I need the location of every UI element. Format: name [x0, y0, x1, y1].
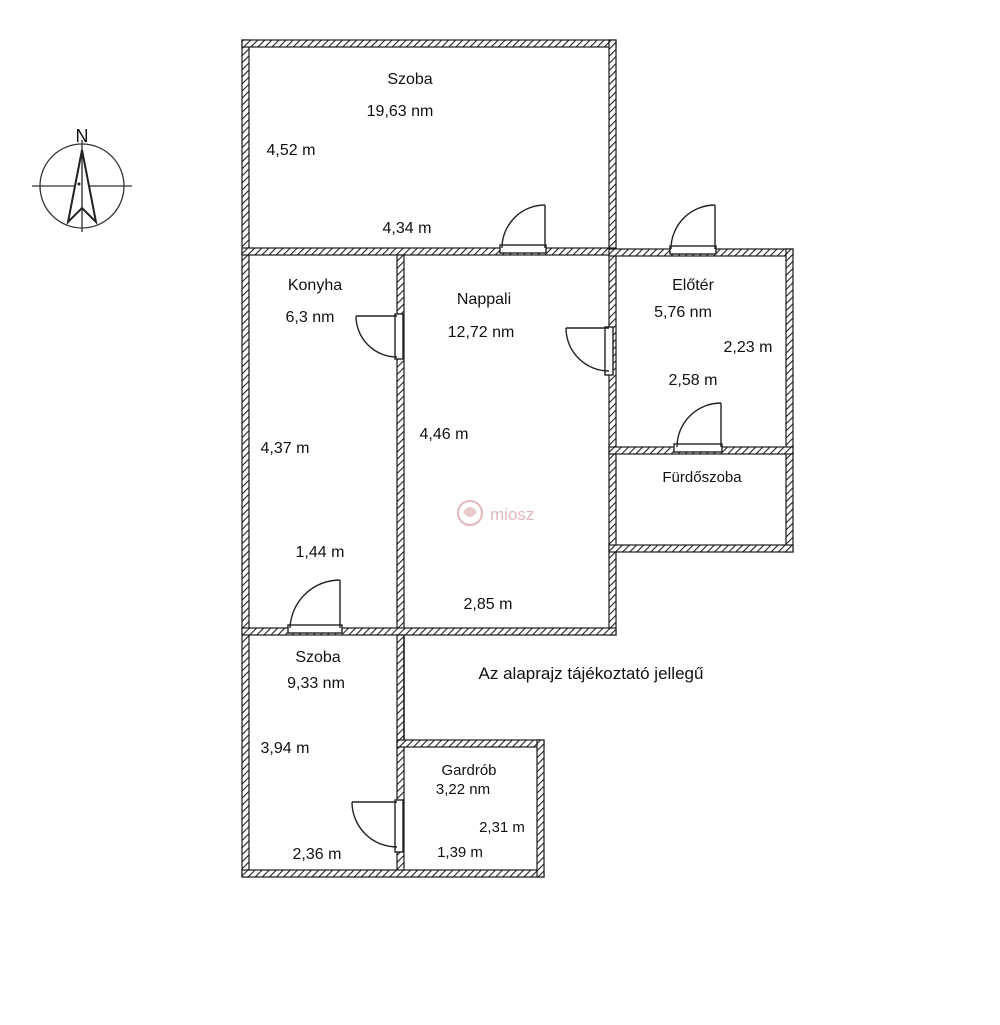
door-szoba-top — [499, 204, 547, 254]
room-dimension: 4,37 m — [261, 440, 310, 457]
room-name: Konyha — [288, 277, 342, 294]
wall-nappali-right — [608, 254, 617, 636]
room-gardrob: Gardrób 3,22 nm 2,31 m 1,39 m — [436, 762, 525, 861]
room-dimension: 2,36 m — [293, 846, 342, 863]
watermark-logo-icon — [457, 500, 483, 526]
doors — [287, 204, 723, 853]
wall-gardrob-right — [536, 739, 545, 878]
room-dimension: 1,39 m — [437, 844, 483, 861]
room-dimension: 2,23 m — [724, 339, 773, 356]
door-konyha-bottom — [287, 579, 343, 634]
room-eloter: Előtér 5,76 nm 2,23 m 2,58 m — [654, 277, 772, 389]
north-letter: N — [76, 126, 89, 146]
room-area: 12,72 nm — [448, 324, 515, 341]
room-name: Gardrób — [441, 762, 496, 779]
north-arrow-icon — [32, 140, 132, 232]
room-area: 6,3 nm — [286, 309, 335, 326]
wall-gardrob-top — [396, 739, 545, 748]
wall-top — [241, 39, 617, 48]
room-dimension: 4,52 m — [267, 142, 316, 159]
wall-eloter-right — [785, 248, 794, 553]
watermark-text: miosz — [490, 505, 534, 524]
room-szoba-bottom: Szoba 9,33 nm 3,94 m 2,36 m — [261, 649, 345, 863]
room-dimension: 4,46 m — [420, 426, 469, 443]
room-dimension: 2,85 m — [464, 596, 513, 613]
door-furdo — [673, 402, 723, 453]
room-area: 9,33 nm — [287, 675, 345, 692]
wall-left — [241, 39, 250, 878]
walls — [241, 39, 794, 878]
watermark: miosz — [457, 500, 534, 526]
room-dimension: 4,34 m — [383, 220, 432, 237]
room-dimension: 2,31 m — [479, 819, 525, 836]
room-name: Szoba — [387, 71, 432, 88]
room-area: 5,76 nm — [654, 304, 712, 321]
wall-szoba-right — [608, 39, 617, 256]
room-dimension: 2,58 m — [669, 372, 718, 389]
room-name: Fürdőszoba — [662, 469, 742, 486]
wall-nappali-bottom — [241, 627, 617, 636]
room-konyha: Konyha 6,3 nm 4,37 m 1,44 m — [261, 277, 345, 561]
wall-szoba-bottom — [241, 247, 617, 256]
door-nappali — [565, 326, 614, 376]
door-szoba-bottom — [351, 799, 404, 853]
wall-furdo-bottom — [608, 544, 794, 553]
door-eloter-top — [669, 204, 717, 255]
room-nappali: Nappali 12,72 nm 4,46 m 2,85 m — [420, 291, 515, 613]
room-area: 19,63 nm — [367, 103, 434, 120]
room-name: Előtér — [672, 277, 714, 294]
room-dimension: 1,44 m — [296, 544, 345, 561]
room-szoba-top: Szoba 19,63 nm 4,52 m 4,34 m — [267, 71, 434, 237]
watermark-heart-icon — [463, 507, 477, 517]
room-name: Szoba — [295, 649, 340, 666]
room-furdoszoba: Fürdőszoba — [662, 469, 742, 486]
wall-bottom — [241, 869, 545, 878]
room-name: Nappali — [457, 291, 511, 308]
room-dimension: 3,94 m — [261, 740, 310, 757]
wall-konyha-right — [396, 254, 405, 636]
room-area: 3,22 nm — [436, 781, 490, 798]
door-konyha — [355, 313, 404, 360]
disclaimer-note: Az alaprajz tájékoztató jellegű — [479, 664, 704, 683]
